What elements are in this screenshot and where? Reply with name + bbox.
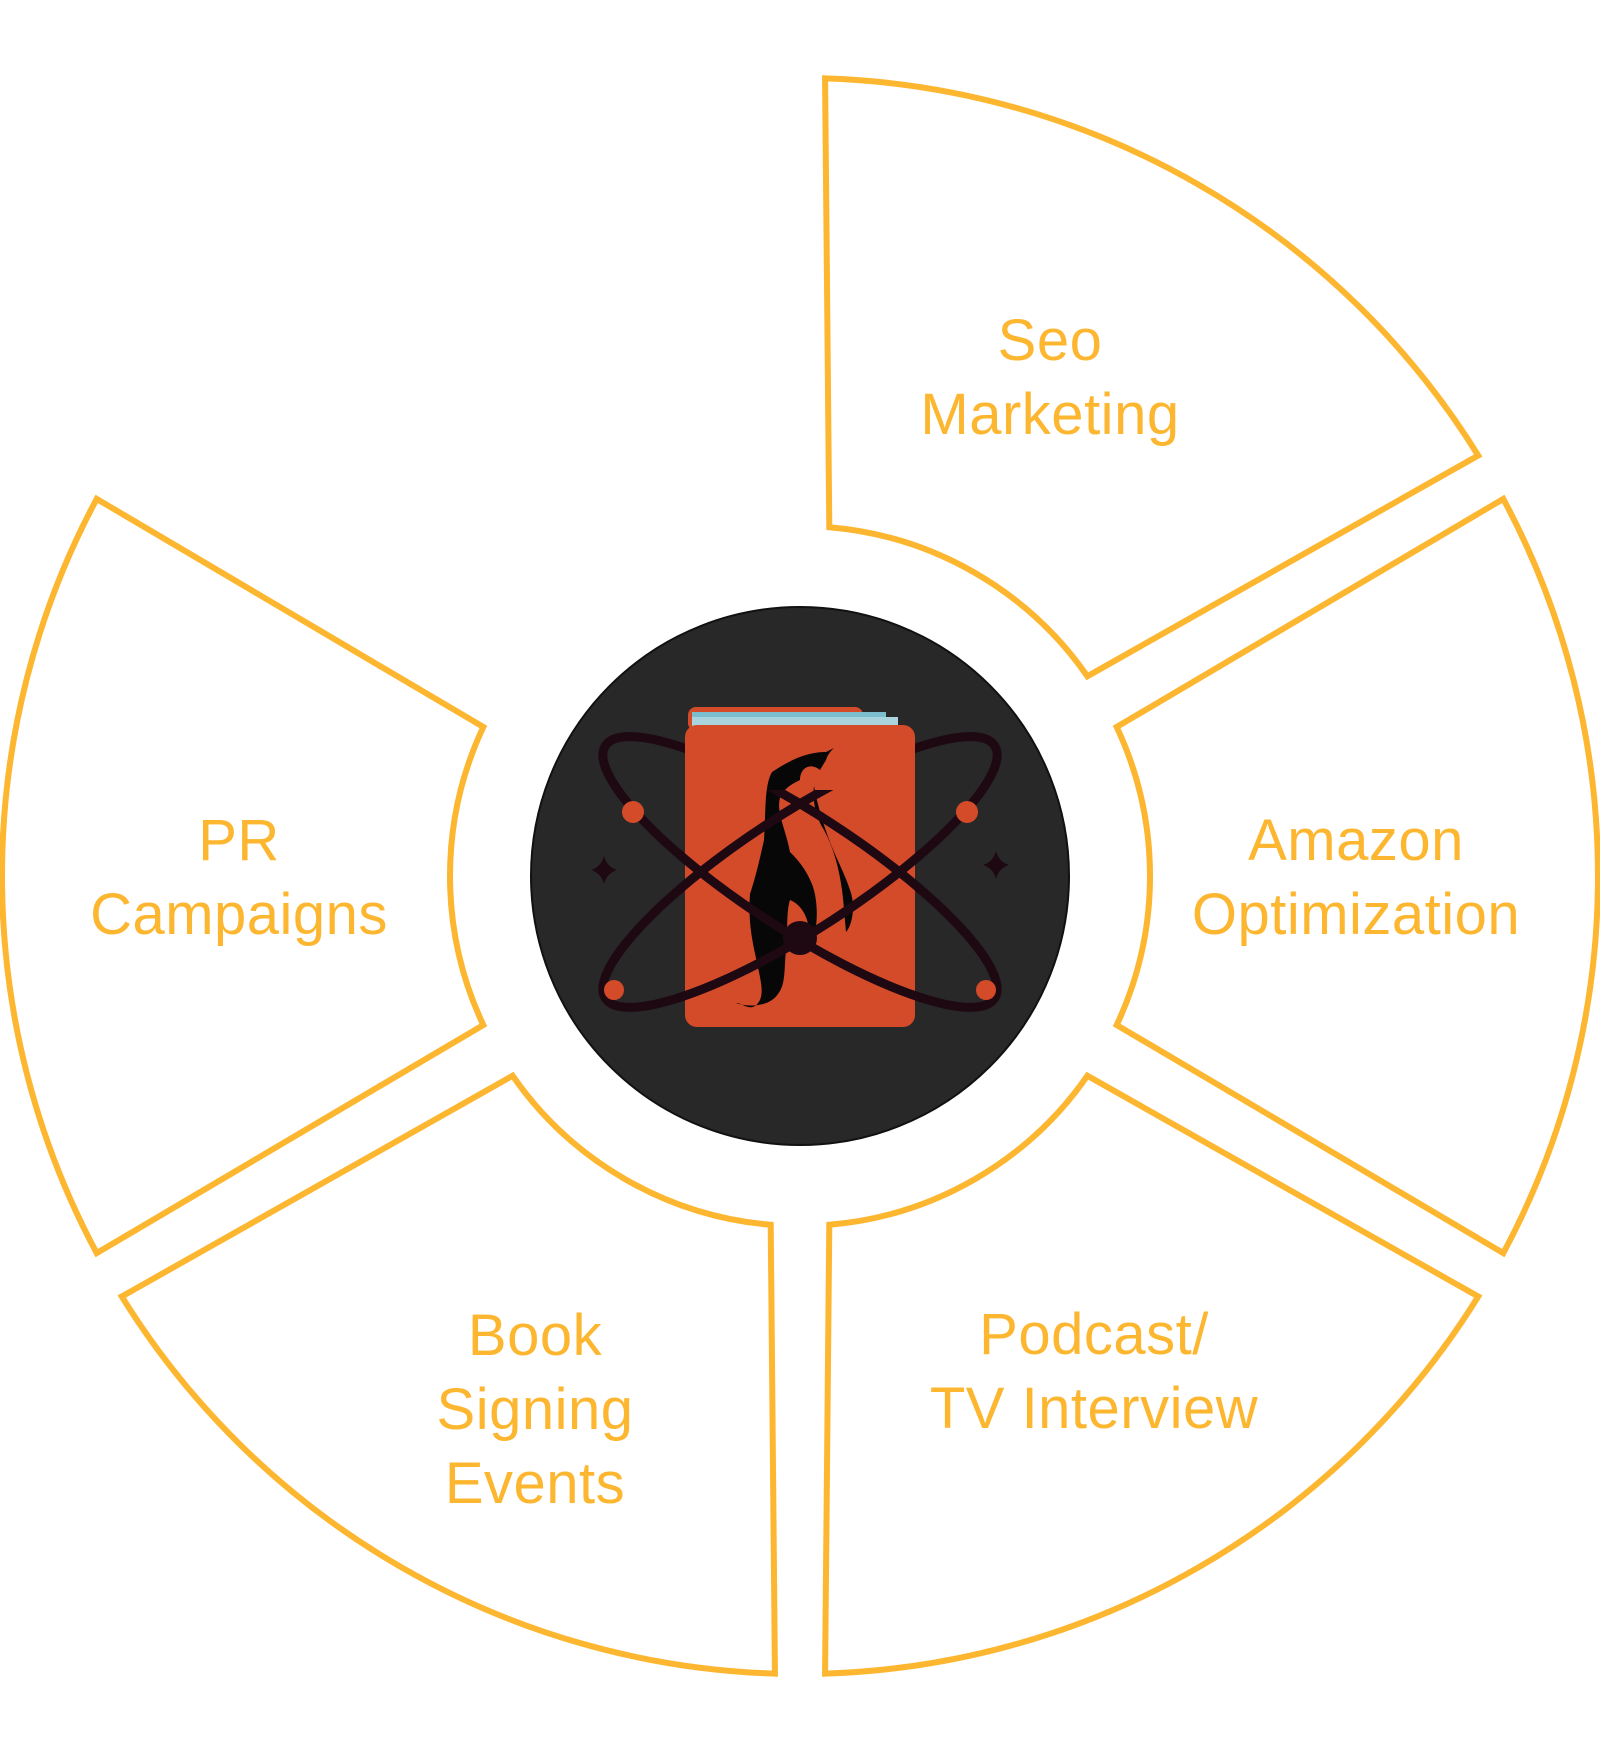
label-line: TV Interview xyxy=(929,1376,1259,1441)
segment-label-podcast: Podcast/TV Interview xyxy=(930,1298,1258,1446)
label-line: Amazon xyxy=(1248,808,1464,873)
segment-podcast xyxy=(822,1071,1483,1677)
label-line: Campaigns xyxy=(90,882,388,947)
label-line: Signing xyxy=(436,1377,634,1442)
nucleus-icon xyxy=(783,921,817,955)
segment-book-signing xyxy=(117,1071,778,1677)
sparkle-icon xyxy=(983,851,1009,879)
label-line: Marketing xyxy=(920,382,1180,447)
label-line: Events xyxy=(444,1451,626,1516)
orbit-front xyxy=(680,790,920,1012)
segment-amazon xyxy=(1112,494,1600,1258)
hub-logo xyxy=(530,606,1070,1146)
segment-seo xyxy=(822,75,1483,681)
label-line: PR xyxy=(198,808,280,873)
segment-pr xyxy=(0,494,488,1258)
label-line: Podcast/ xyxy=(979,1302,1209,1367)
label-line: Optimization xyxy=(1191,882,1521,947)
sparkle-icon xyxy=(591,856,617,884)
segment-label-pr: PR Campaigns xyxy=(90,804,388,952)
label-line: Seo xyxy=(997,308,1103,373)
electron-icons xyxy=(604,801,996,1000)
penguin-icon xyxy=(736,748,853,1008)
label-line: Book xyxy=(467,1303,603,1368)
